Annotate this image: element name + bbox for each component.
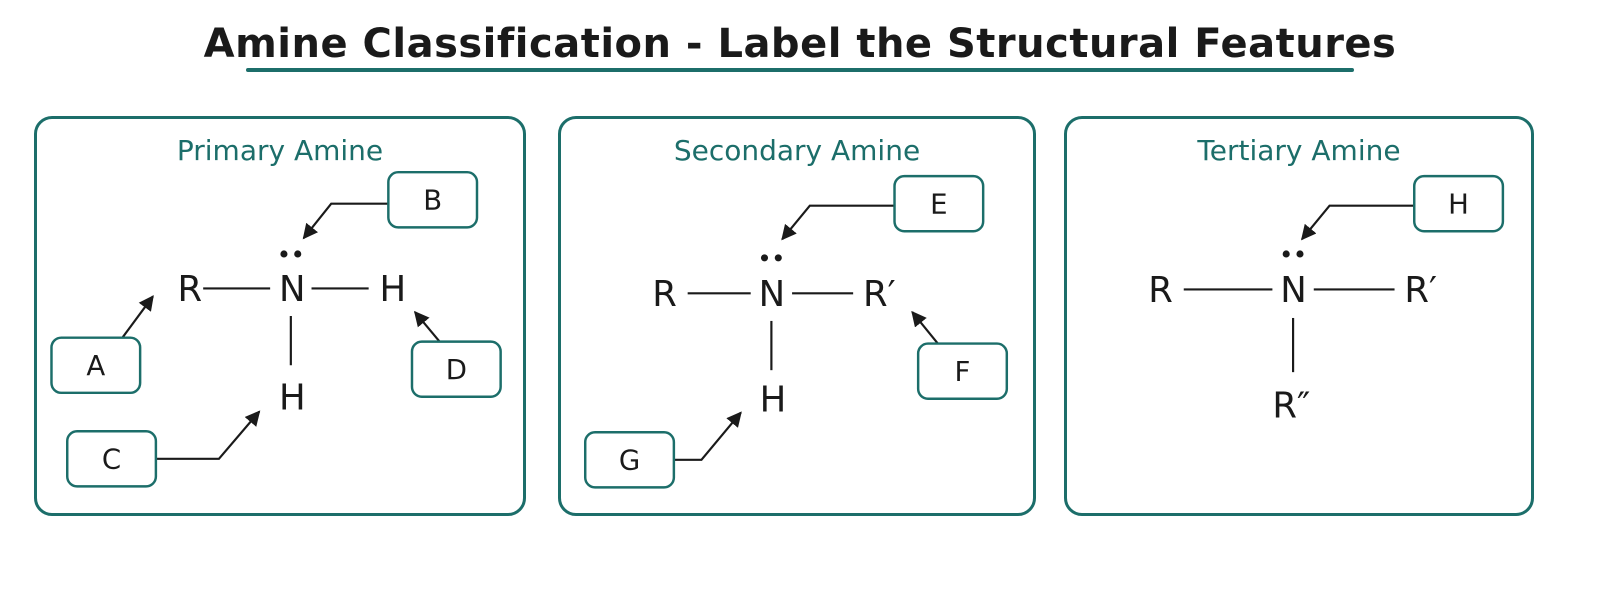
atom-h-right: H xyxy=(379,269,406,310)
arrow-d xyxy=(413,310,441,343)
arrow-b xyxy=(302,202,389,240)
label-box-d[interactable] xyxy=(410,340,502,399)
atom-n: N xyxy=(759,274,786,315)
secondary-amine-title: Secondary Amine xyxy=(673,134,921,167)
arrow-f xyxy=(911,310,939,345)
label-box-a[interactable] xyxy=(50,336,142,395)
label-box-f[interactable] xyxy=(916,342,1009,400)
label-c: C xyxy=(102,443,121,476)
lone-pair-dot xyxy=(1296,250,1304,258)
atom-h-bottom: H xyxy=(279,378,306,419)
atom-r: R xyxy=(1148,270,1173,311)
lone-pair-dot xyxy=(1282,250,1290,258)
lone-pair-dot xyxy=(294,250,302,258)
title-underline xyxy=(246,68,1354,72)
label-box-e[interactable] xyxy=(893,174,985,233)
label-d: D xyxy=(446,353,467,386)
atom-r-double-prime: R″ xyxy=(1272,385,1310,426)
arrow-c xyxy=(155,410,261,460)
lone-pair-dot xyxy=(760,254,769,262)
label-h: H xyxy=(1448,188,1469,221)
primary-amine-panel: R N H H A B C D Primary Amine xyxy=(34,116,526,516)
secondary-amine-diagram: R N R′ H E F G xyxy=(583,174,1009,489)
lone-pair-dot xyxy=(774,254,782,262)
arrow-a xyxy=(121,295,154,339)
arrow-h xyxy=(1300,204,1415,241)
tertiary-amine-title: Tertiary Amine xyxy=(1197,134,1401,167)
primary-amine-title: Primary Amine xyxy=(176,134,384,167)
atom-r: R xyxy=(178,269,203,310)
secondary-amine-panel: R N R′ H E F G Secondary Amine xyxy=(558,116,1036,516)
label-box-c[interactable] xyxy=(66,430,158,488)
arrow-g xyxy=(673,411,742,461)
page-title: Amine Classification - Label the Structu… xyxy=(203,21,1397,67)
label-box-b[interactable] xyxy=(387,170,479,229)
tertiary-amine-panel: R N R′ R″ H Tertiary Amine xyxy=(1064,116,1534,516)
atom-r-prime: R′ xyxy=(1404,270,1437,311)
label-e: E xyxy=(930,188,947,221)
label-box-g[interactable] xyxy=(583,430,676,489)
arrow-e xyxy=(781,204,895,241)
atom-n: N xyxy=(1280,270,1307,311)
primary-amine-diagram: R N H H A B C D xyxy=(50,170,502,488)
label-g: G xyxy=(619,444,640,477)
atom-r: R xyxy=(652,274,677,315)
label-f: F xyxy=(955,355,971,388)
atom-n: N xyxy=(279,269,306,310)
label-box-h[interactable] xyxy=(1413,174,1505,233)
atom-h-bottom: H xyxy=(760,380,787,421)
atom-r-prime: R′ xyxy=(863,274,896,315)
label-b: B xyxy=(423,184,442,217)
label-a: A xyxy=(86,349,105,382)
tertiary-amine-diagram: R N R′ R″ H xyxy=(1148,174,1505,426)
lone-pair-dot xyxy=(280,250,288,258)
